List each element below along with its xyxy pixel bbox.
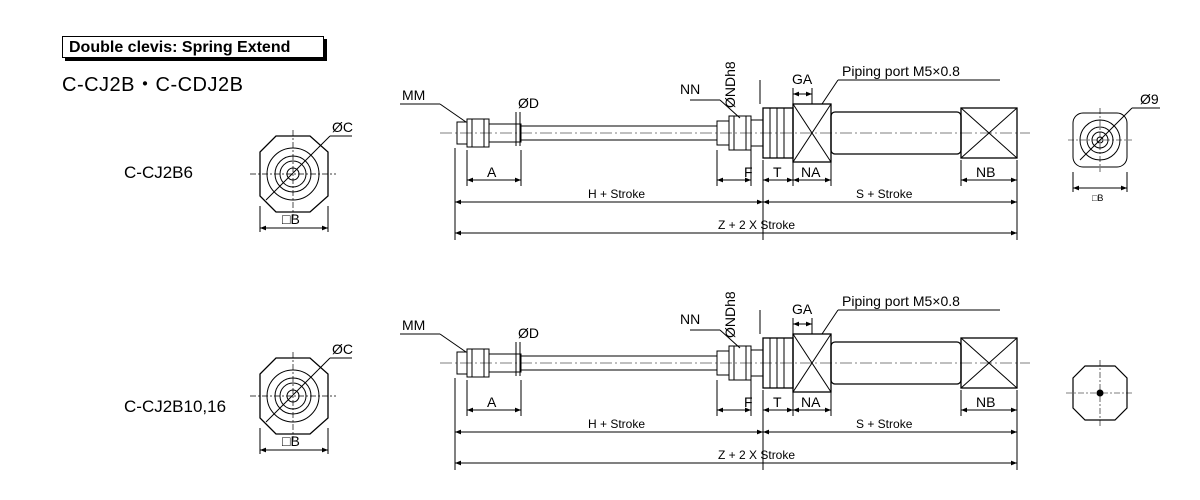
label-sqb-small: □B — [1092, 193, 1103, 203]
label-nb-2: NB — [976, 394, 995, 410]
right-end-view-1 — [1068, 107, 1160, 192]
label-ondh8-1: ØNDh8 — [722, 61, 738, 108]
model-label-ccj2b10-16: C-CJ2B10,16 — [124, 397, 226, 416]
right-end-view-2 — [1066, 360, 1134, 426]
cylinder-body-2 — [762, 333, 1018, 393]
cylinder-body-1 — [762, 103, 1018, 163]
label-nn-1: NN — [680, 81, 700, 97]
model-series-label: C-CJ2B・C-CDJ2B — [62, 74, 244, 96]
label-na-2: NA — [801, 394, 821, 410]
label-t-2: T — [773, 394, 782, 410]
label-nn-2: NN — [680, 311, 700, 327]
label-nb-1: NB — [976, 164, 995, 180]
label-piping-1: Piping port M5×0.8 — [842, 63, 960, 79]
label-s-stroke-2: S + Stroke — [856, 417, 913, 431]
diagram-title: Double clevis: Spring Extend — [62, 36, 324, 58]
label-oc-2: ØC — [332, 341, 353, 357]
label-od-1: ØD — [518, 95, 539, 111]
left-end-view-1 — [250, 130, 352, 232]
label-na-1: NA — [801, 164, 821, 180]
label-a-1: A — [487, 164, 497, 180]
label-ga-1: GA — [792, 71, 813, 87]
label-h-stroke-2: H + Stroke — [588, 417, 645, 431]
label-t-1: T — [773, 164, 782, 180]
label-sqb-2: □B — [282, 433, 300, 449]
label-sqb-1: □B — [282, 211, 300, 227]
label-a-2: A — [487, 394, 497, 410]
rod-assembly-2 — [440, 345, 1030, 381]
label-mm-1: MM — [402, 87, 425, 103]
label-z-stroke-1: Z + 2 X Stroke — [718, 218, 795, 232]
label-oc-1: ØC — [332, 119, 353, 135]
label-ga-2: GA — [792, 301, 813, 317]
label-h-stroke-1: H + Stroke — [588, 187, 645, 201]
left-end-view-2 — [250, 352, 352, 454]
label-od-2: ØD — [518, 325, 539, 341]
label-f-2: F — [744, 394, 753, 410]
label-o9: Ø9 — [1140, 91, 1159, 107]
model-label-ccj2b6: C-CJ2B6 — [124, 163, 193, 182]
view-ccj2b10-16: C-CJ2B10,16 ØC □B — [124, 291, 1134, 470]
rod-assembly-1 — [440, 115, 1030, 151]
label-s-stroke-1: S + Stroke — [856, 187, 913, 201]
view-ccj2b6: C-CJ2B6 ØC □B — [124, 61, 1160, 240]
label-ondh8-2: ØNDh8 — [722, 291, 738, 338]
label-piping-2: Piping port M5×0.8 — [842, 293, 960, 309]
label-mm-2: MM — [402, 317, 425, 333]
label-z-stroke-2: Z + 2 X Stroke — [718, 448, 795, 462]
label-f-1: F — [744, 164, 753, 180]
